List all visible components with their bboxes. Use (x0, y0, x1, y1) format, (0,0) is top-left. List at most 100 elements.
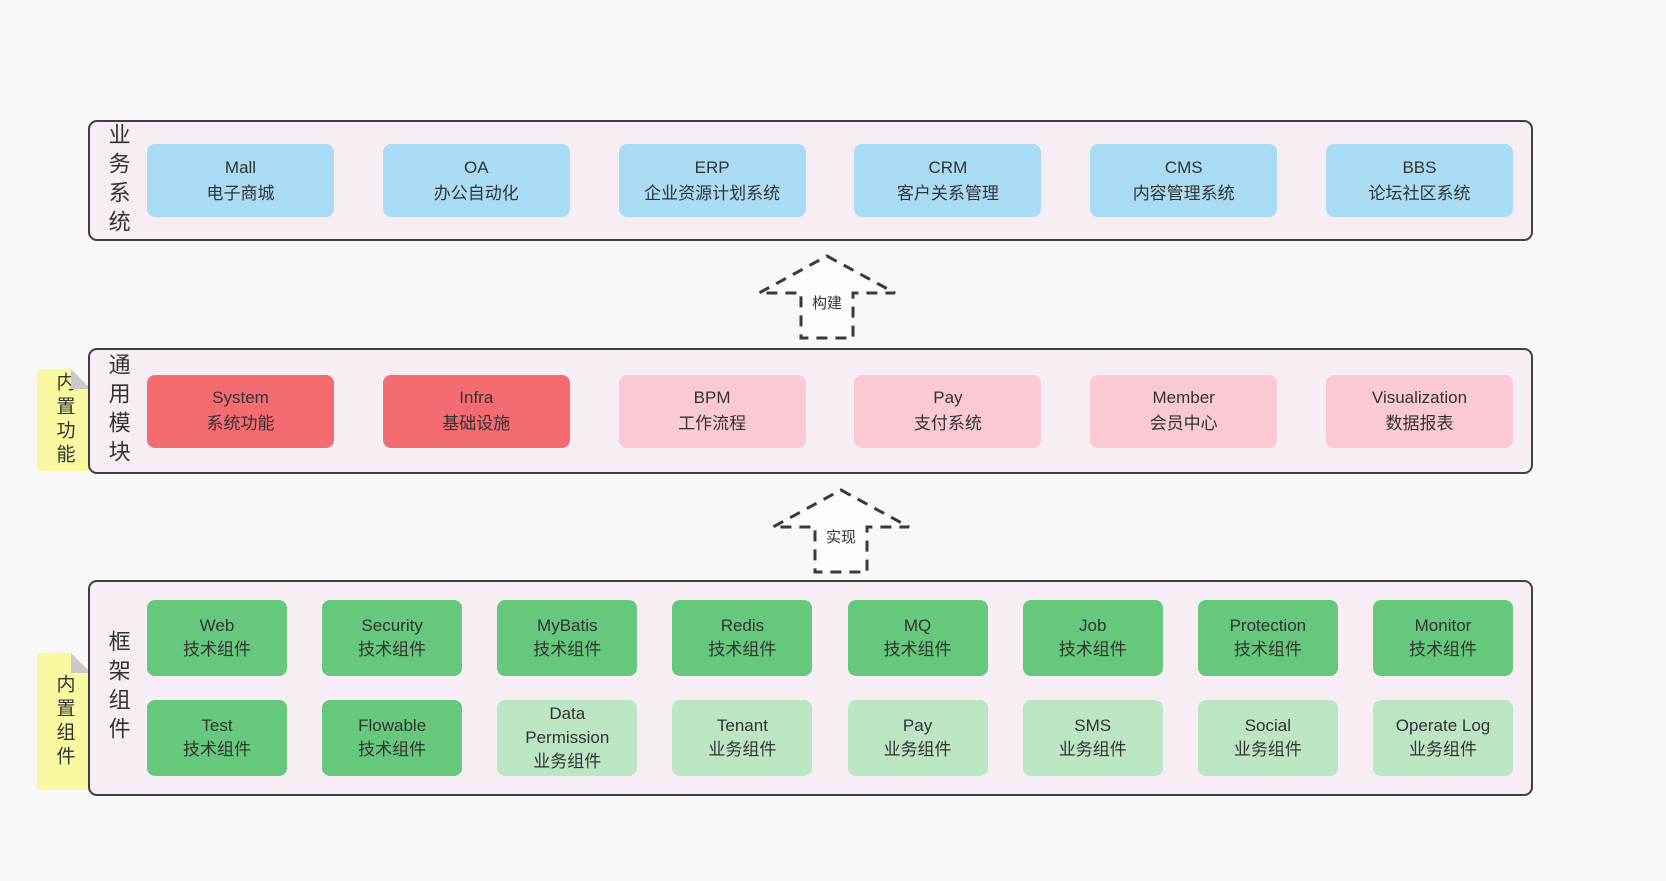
box-title: Pay (933, 388, 963, 407)
box-subtitle: 业务组件 (533, 752, 602, 771)
box-row: Mall 电子商城 OA 办公自动化 ERP 企业资源计划系统 CRM 客户关系管理 CMS 内容… (145, 122, 1531, 239)
box-title: Mall (224, 157, 257, 177)
box-title: Security (361, 616, 423, 635)
diagram-box-monitor: Monitor 技术组件 (1372, 600, 1513, 676)
diagram-box-visualization: Visualization 数据报表 (1325, 374, 1513, 448)
diagram-box-bpm: BPM 工作流程 (618, 374, 806, 448)
box-subtitle: 技术组件 (358, 740, 427, 759)
box-title: CMS (1164, 157, 1203, 177)
box-title: Web (199, 616, 235, 635)
box-subtitle: 数据报表 (1385, 414, 1454, 433)
box-subtitle: 内容管理系统 (1132, 183, 1235, 203)
note-label: 内置功能 (53, 372, 75, 468)
panel-side-label-col: 框架组件 (90, 582, 145, 794)
panel-side-label-col: 业务系统 (90, 122, 145, 239)
diagram-box-pay: Pay 支付系统 (854, 374, 1042, 448)
box-title: BBS (1402, 157, 1437, 177)
box-subtitle: 业务组件 (1058, 740, 1127, 759)
box-subtitle: 技术组件 (183, 740, 251, 759)
diagram-box-member: Member 会员中心 (1090, 374, 1278, 448)
box-title: MyBatis (537, 616, 598, 635)
diagram-box-sms: SMS 业务组件 (1022, 700, 1163, 776)
box-title: Monitor (1414, 616, 1472, 635)
note-label: 内置组件 (53, 673, 75, 770)
box-subtitle: 业务组件 (1408, 740, 1477, 759)
box-title: Job (1078, 616, 1107, 635)
diagram-box-mall: Mall 电子商城 (147, 144, 334, 217)
diagram-box-cms: CMS 内容管理系统 (1090, 144, 1278, 217)
box-subtitle: 技术组件 (708, 640, 777, 659)
diagram-box-infra: Infra 基础设施 (382, 374, 570, 448)
box-subtitle: 客户关系管理 (896, 183, 999, 203)
box-subtitle: 基础设施 (442, 414, 511, 433)
arrow-label: 构建 (808, 292, 846, 313)
panel-side-label-col: 通用模块 (90, 350, 145, 472)
box-title: Infra (459, 388, 494, 407)
box-title: Tenant (716, 716, 768, 735)
panel-side-label: 框架组件 (105, 630, 131, 746)
box-title: Test (201, 716, 233, 735)
dashed-up-arrow-implement: 实现 (770, 486, 912, 576)
diagram-box-erp: ERP 企业资源计划系统 (618, 144, 806, 217)
diagram-box-system: System 系统功能 (147, 374, 334, 448)
box-title: Flowable (358, 716, 427, 735)
box-subtitle: 技术组件 (1408, 640, 1477, 659)
sticky-note-builtin-features: 内置功能 (37, 369, 91, 471)
diagram-box-security: Security 技术组件 (322, 600, 463, 676)
diagram-box-oa: OA 办公自动化 (382, 144, 570, 217)
panel-side-label: 通用模块 (105, 353, 131, 469)
diagram-box-flowable: Flowable 技术组件 (322, 700, 463, 776)
box-subtitle: 业务组件 (883, 740, 952, 759)
box-subtitle: 系统功能 (206, 414, 275, 433)
arrow-label: 实现 (822, 526, 860, 547)
panel-common-modules: 通用模块 System 系统功能 Infra 基础设施 BPM 工作流程 Pay 支付系统 Me… (88, 348, 1533, 474)
box-title: Member (1152, 388, 1215, 407)
diagram-box-operate-log: Operate Log 业务组件 (1372, 700, 1513, 776)
box-subtitle: 技术组件 (883, 640, 952, 659)
box-subtitle: 技术组件 (1058, 640, 1127, 659)
diagram-box-bbs: BBS 论坛社区系统 (1325, 144, 1513, 217)
diagram-box-test: Test 技术组件 (147, 700, 287, 776)
box-subtitle: 会员中心 (1149, 414, 1218, 433)
box-title: Pay (902, 716, 933, 735)
diagram-box-redis: Redis 技术组件 (672, 600, 813, 676)
box-subtitle: 论坛社区系统 (1368, 183, 1471, 203)
diagram-box-crm: CRM 客户关系管理 (854, 144, 1042, 217)
box-subtitle: 技术组件 (183, 640, 251, 659)
dashed-up-arrow-build: 构建 (756, 252, 898, 342)
box-title: Redis (720, 616, 765, 635)
box-subtitle: 支付系统 (913, 414, 982, 433)
box-title: BPM (693, 388, 731, 407)
box-subtitle: 技术组件 (1233, 640, 1302, 659)
box-row: System 系统功能 Infra 基础设施 BPM 工作流程 Pay 支付系统 Member 会… (145, 350, 1531, 472)
box-subtitle: 工作流程 (678, 414, 747, 433)
box-subtitle: 办公自动化 (433, 183, 519, 203)
box-title: System (212, 388, 269, 407)
diagram-box-protection: Protection 技术组件 (1197, 600, 1338, 676)
box-title: ERP (694, 157, 730, 177)
panel-business-systems: 业务系统 Mall 电子商城 OA 办公自动化 ERP 企业资源计划系统 CRM 客户关系管理… (88, 120, 1533, 241)
box-subtitle: 业务组件 (708, 740, 777, 759)
diagram-box-pay: Pay 业务组件 (847, 700, 988, 776)
box-subtitle: 技术组件 (358, 640, 427, 659)
diagram-box-web: Web 技术组件 (147, 600, 287, 676)
box-title: OA (464, 157, 489, 177)
box-subtitle: 电子商城 (206, 183, 275, 203)
box-title: Visualization (1371, 388, 1468, 407)
box-subtitle: 企业资源计划系统 (644, 183, 781, 203)
box-title: Protection (1229, 616, 1307, 635)
box-title: CRM (928, 157, 968, 177)
sticky-note-builtin-components: 内置组件 (37, 653, 91, 790)
box-title: Operate Log (1395, 716, 1491, 735)
box-subtitle: 技术组件 (533, 640, 602, 659)
box-subtitle: 业务组件 (1233, 740, 1302, 759)
box-title: SMS (1074, 716, 1112, 735)
